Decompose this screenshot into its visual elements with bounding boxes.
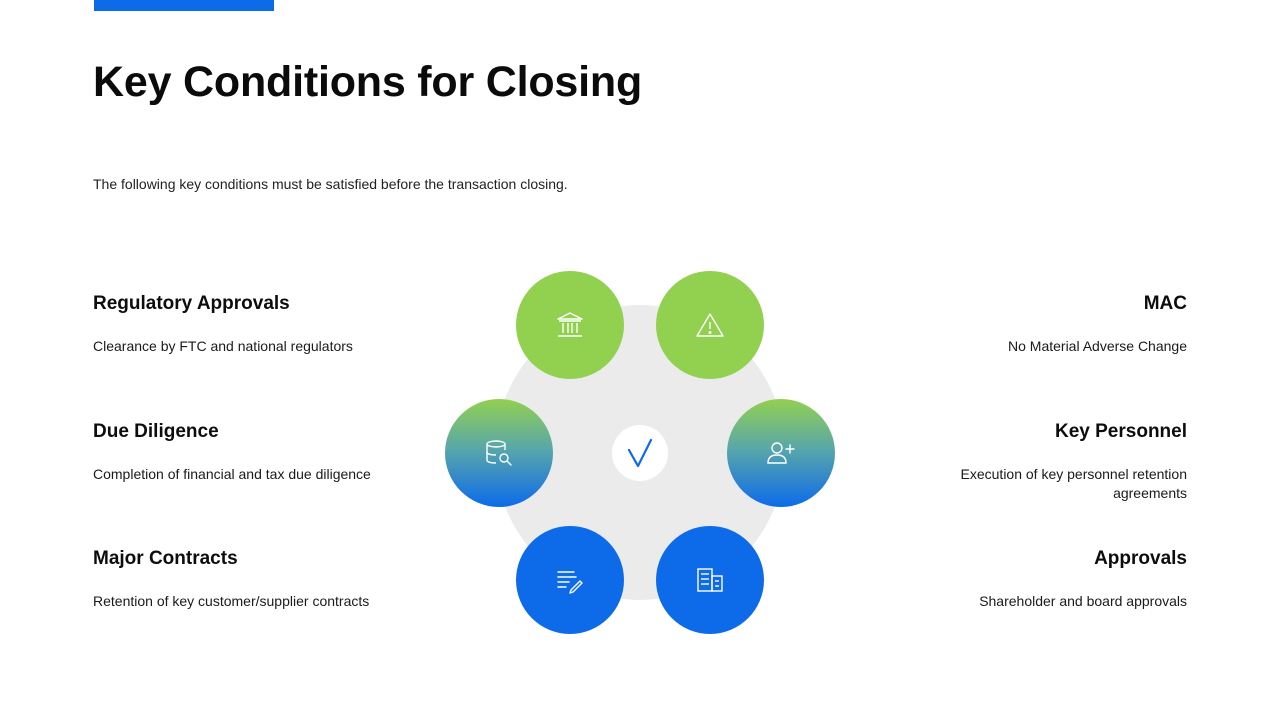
center-badge: [612, 425, 668, 481]
condition-key-personnel: Key Personnel Execution of key personnel…: [827, 421, 1187, 501]
page-title: Key Conditions for Closing: [93, 58, 643, 106]
node-major-contracts: [516, 526, 624, 634]
condition-description: Retention of key customer/supplier contr…: [93, 593, 370, 609]
bank-icon: [557, 312, 583, 337]
condition-approvals: Approvals Shareholder and board approval…: [827, 548, 1187, 609]
condition-title: Approvals: [1094, 548, 1187, 569]
node-key-personnel: [727, 399, 835, 507]
node-regulatory: [516, 271, 624, 379]
node-due-diligence: [445, 399, 553, 507]
condition-description: Clearance by FTC and national regulators: [93, 338, 353, 354]
condition-title: Major Contracts: [93, 548, 238, 569]
building-icon: [697, 568, 723, 592]
condition-description: Shareholder and board approvals: [979, 593, 1187, 609]
node-mac: [656, 271, 764, 379]
condition-title: Key Personnel: [1055, 421, 1187, 442]
condition-title: Due Diligence: [93, 421, 219, 442]
warning-icon: [696, 313, 724, 337]
condition-major-contracts: Major Contracts Retention of key custome…: [93, 548, 453, 609]
condition-description: Execution of key personnel retention agr…: [960, 466, 1187, 501]
condition-regulatory-approvals: Regulatory Approvals Clearance by FTC an…: [93, 293, 453, 354]
condition-mac: MAC No Material Adverse Change: [827, 293, 1187, 354]
database-search-icon: [486, 440, 512, 466]
accent-bar: [94, 0, 274, 11]
document-edit-icon: [557, 571, 583, 594]
condition-due-diligence: Due Diligence Completion of financial an…: [93, 421, 453, 482]
checkmark-icon: [627, 438, 653, 468]
page-subtitle: The following key conditions must be sat…: [93, 176, 568, 192]
add-user-icon: [767, 442, 795, 464]
node-approvals: [656, 526, 764, 634]
condition-title: Regulatory Approvals: [93, 293, 290, 314]
condition-description: No Material Adverse Change: [1008, 338, 1187, 354]
condition-title: MAC: [1143, 293, 1187, 314]
condition-description: Completion of financial and tax due dili…: [93, 466, 371, 482]
